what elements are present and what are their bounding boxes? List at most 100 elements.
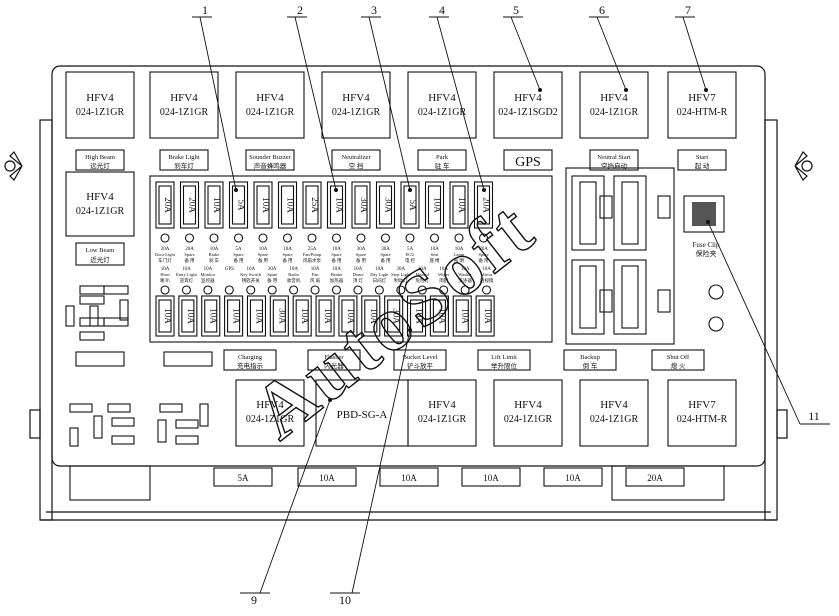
terminal [331,285,342,295]
bottom-connector: 10A [543,467,603,487]
terminal [233,233,244,243]
side-connector [611,465,725,501]
fuse-body [315,295,335,337]
label-en: Fan [312,272,320,277]
terminal [429,233,440,243]
fuse-body [155,181,175,229]
clip-holder [613,259,647,335]
label-rating: 10A [439,267,448,272]
label-box [503,149,553,171]
label-cn: 日间灯 [373,277,387,284]
terminal [331,233,342,243]
fuse-rating: 10A [212,197,222,213]
label-rating: 10A [332,247,341,252]
lower-fuse: 10A [201,295,221,337]
terminal [289,285,299,295]
relay-code: 024-HTM-R [677,107,728,118]
label-rating: 10A [161,267,170,272]
label-cn: 熄 火 [671,361,686,370]
terminal [356,233,366,243]
fuse-rating: 20A [482,197,492,213]
blank-label [163,351,213,367]
fuse-body [475,295,495,337]
terminal [246,285,256,295]
lower-fuse: 30A [269,295,289,337]
relay-body [493,71,563,139]
label-box [307,349,361,371]
label-cn: 备 用 [233,257,243,264]
label-en: Brake [209,252,220,257]
label-rating: 30A [268,267,277,272]
label-cn: 洗涤器 [458,277,472,284]
label-cn: 收音机 [287,277,301,284]
fuse-window [181,299,195,333]
label-cn: 备 用 [356,257,366,264]
relay-code: 024-HTM-R [677,414,728,425]
terminal [478,233,489,243]
bottom-connector: 10A [379,467,439,487]
fuse-body [155,295,175,337]
label-cn: 远光灯 [90,161,110,170]
fuse-window [207,185,221,225]
label-rating: 10A [455,247,464,252]
fuse-body [326,181,347,229]
fuse-body [351,181,371,229]
lower-fuse: 10A [361,295,381,337]
terminal [160,285,170,295]
label-cn: 备 用 [282,257,292,264]
callout: 9 [240,398,332,607]
fuse-body [269,295,289,337]
label-rating: 10A [332,267,341,272]
label-en: Spare [356,252,366,257]
callout-number: 9 [251,593,257,607]
relay-model: HFV4 [514,92,542,104]
fuse-rating: 10A [286,197,296,213]
relay-model: HFV4 [342,92,370,104]
label-en: Washer [458,272,472,277]
fuse-rating: 10A [232,308,242,324]
connector-rating: 10A [401,473,417,483]
fuse-body [384,295,404,337]
terminal [460,285,470,295]
fuse-rating: 10A [186,308,196,324]
label-en: Sounder Buzzer [249,154,292,161]
lower-fuse-label: GPS [225,267,234,295]
blank-label [75,351,125,367]
label-box [75,242,125,266]
fuse-rating: 25A [310,197,320,213]
top-label: GPS [503,149,553,171]
fuse-window [341,299,355,333]
lower-fuse: 10A [315,295,335,337]
fuse-rating: 5A [237,200,247,212]
label-rating: 30A [357,247,366,252]
label-en: Bucket Level [403,354,438,361]
label-cn: 后视镜 [480,277,494,284]
fuse-body [406,295,427,337]
label-en: Fuse Clip [692,241,720,249]
leader-line [510,16,541,91]
label-cn: 雨刮 [439,277,448,284]
connector-body [379,467,439,487]
callout: 7 [675,3,708,92]
terminal [405,233,415,243]
fuse-window [403,185,417,225]
fuse-window [227,299,241,333]
small-socket [103,317,129,327]
callout-dot [482,188,486,192]
label-cn: 电 控 [405,257,416,264]
label-en: Stop Light [391,272,411,277]
callout-number: 7 [685,3,691,17]
relay-body [579,379,649,447]
clip-blade [579,265,597,329]
clip-body [571,175,605,251]
fuse-clip-box [683,195,725,233]
